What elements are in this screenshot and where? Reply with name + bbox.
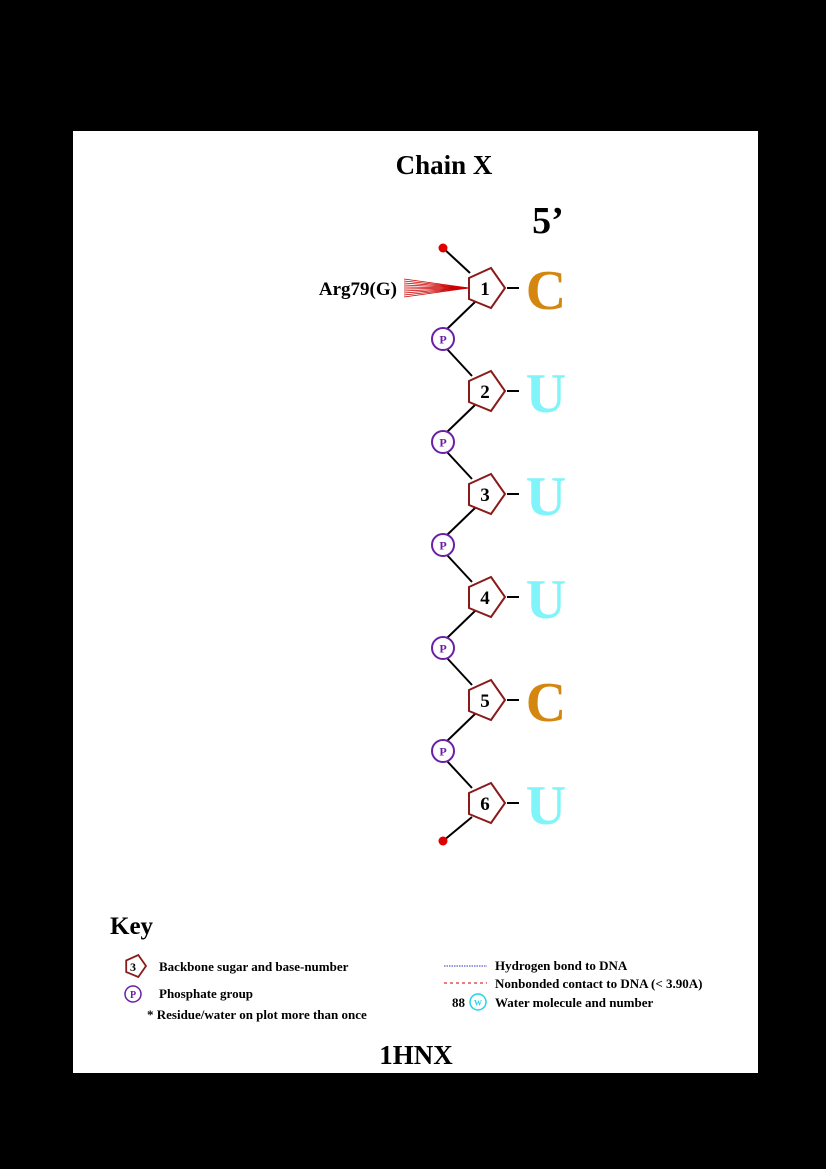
key-residue-note: * Residue/water on plot more than once [147, 1007, 367, 1022]
key-nonbonded-desc: Nonbonded contact to DNA (< 3.90A) [495, 976, 702, 991]
key-water-number: 88 [452, 995, 466, 1010]
base-letter: U [526, 569, 566, 631]
sugar-number: 5 [480, 691, 490, 712]
backbone-bond [446, 451, 473, 480]
phosphate-letter: P [439, 745, 446, 759]
sugar-number: 3 [480, 485, 490, 506]
backbone-bond [446, 760, 473, 789]
key-sugar-desc: Backbone sugar and base-number [159, 959, 349, 974]
nonbonded-contact-line [403, 287, 470, 298]
phosphate-letter: P [439, 333, 446, 347]
sugar-pentagon [468, 266, 507, 310]
sugar-number: 2 [480, 382, 490, 403]
phosphate-circle [431, 636, 455, 660]
backbone-3prime-bond [442, 816, 473, 842]
base-letter: U [526, 466, 566, 528]
key-phosphate-symbol: P [124, 985, 142, 1003]
sugar-pentagon [468, 678, 507, 722]
terminal-5prime-dot [438, 243, 448, 253]
sugar-number: 4 [480, 588, 490, 609]
base-letter: U [526, 363, 566, 425]
pentagon-icon [125, 953, 148, 979]
sugar-number: 1 [480, 279, 490, 300]
key-phosphate-letter: P [130, 990, 136, 1001]
backbone-bond [446, 657, 473, 686]
backbone-5prime-bond [442, 247, 471, 274]
sugar-pentagon [468, 472, 507, 516]
base-letter: C [526, 672, 566, 734]
key-heading: Key [110, 913, 154, 940]
backbone-bond [446, 348, 473, 377]
key-water-desc: Water molecule and number [495, 995, 654, 1010]
chain-title: Chain X [396, 150, 493, 180]
phosphate-letter: P [439, 642, 446, 656]
sugar-number: 6 [480, 794, 490, 815]
base-letter: C [526, 260, 566, 322]
key-section: Key 3 Backbone sugar and base-number P P… [110, 913, 702, 1022]
phosphate-letter: P [439, 539, 446, 553]
key-water-letter: W [474, 999, 482, 1008]
water-circle-icon [469, 993, 487, 1011]
sugar-pentagon [468, 369, 507, 413]
pdb-id-footer: 1HNX [379, 1040, 453, 1070]
key-phosphate-desc: Phosphate group [159, 986, 253, 1001]
terminal-3prime-dot [438, 836, 448, 846]
base-letter: U [526, 775, 566, 837]
backbone-bond [446, 713, 476, 742]
residue-label: Arg79(G) [319, 279, 397, 300]
backbone-bond [446, 301, 476, 330]
backbone-bond [446, 610, 476, 639]
key-sugar-number: 3 [130, 960, 136, 974]
key-sugar-symbol: 3 [125, 953, 148, 979]
backbone-bond [446, 554, 473, 583]
phosphate-circle [431, 430, 455, 454]
five-prime-label: 5’ [532, 200, 564, 242]
sugar-pentagon [468, 781, 507, 825]
phosphate-circle-icon [124, 985, 142, 1003]
backbone-bond [446, 404, 476, 433]
plot-panel [73, 131, 758, 1073]
phosphate-letter: P [439, 436, 446, 450]
sugar-pentagon [468, 575, 507, 619]
phosphate-circle [431, 533, 455, 557]
key-hbond-desc: Hydrogen bond to DNA [495, 958, 628, 973]
phosphate-circle [431, 327, 455, 351]
phosphate-circle [431, 739, 455, 763]
backbone-bond [446, 507, 476, 536]
